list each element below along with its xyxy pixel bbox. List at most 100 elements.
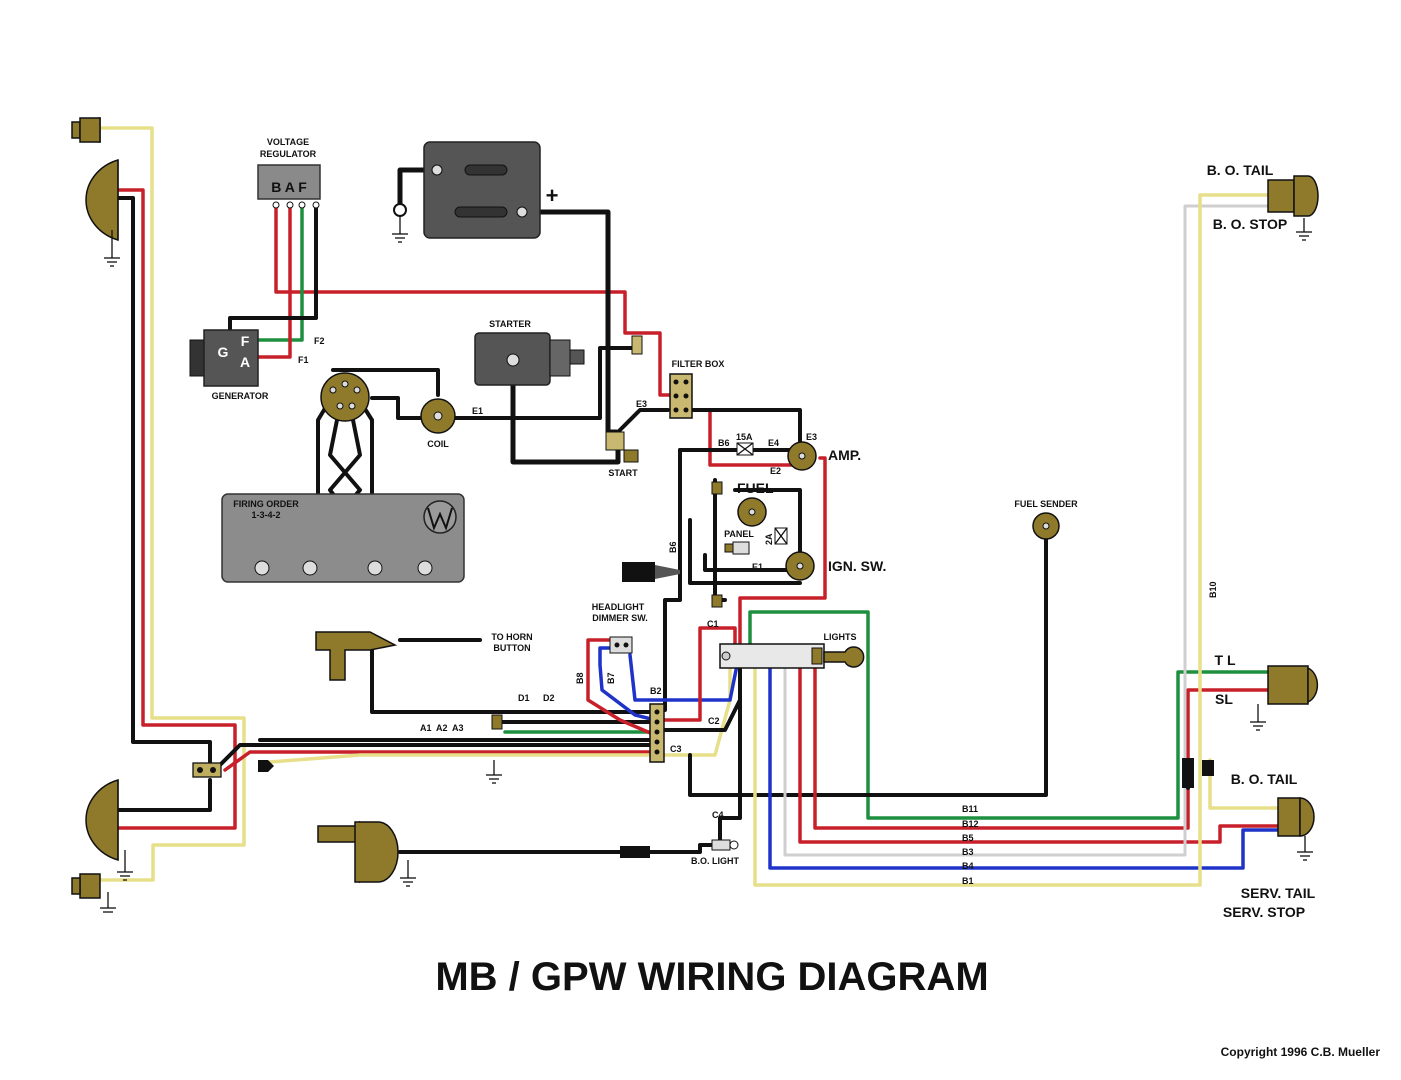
label-b11: B11 [962,804,978,814]
amp-gauge: AMP. [787,441,861,471]
to-horn-label-2: BUTTON [493,643,530,653]
regulator-terminals: B A F [271,179,307,195]
wire-b1 [753,193,1270,887]
fuel-sender: FUEL SENDER [1014,499,1078,540]
horn-button-plug [622,562,680,582]
wire-b6-vertical [663,448,682,712]
left-junction-block [192,760,274,778]
starter-label: STARTER [489,319,531,329]
generator: G F A GENERATOR [189,329,269,401]
rear-harness-plugs [1182,758,1214,788]
wire-left-bo-yellow [98,126,246,882]
label-b7: B7 [606,672,616,684]
generator-g: G [218,344,229,360]
label-b2: B2 [650,686,662,696]
wire-b8 [586,638,657,737]
generator-f: F [241,333,250,349]
wire-harness-black-1 [213,743,652,772]
wire-coil-e1 [331,368,440,397]
wire-b5 [798,658,1280,844]
wire-panel [688,518,802,585]
label-e1: E1 [472,406,483,416]
wire-reg-ground [228,203,318,342]
battery: + [392,141,559,243]
wire-harness-red [223,750,657,772]
starter: STARTER [474,319,585,386]
left-bo-marker-top [71,117,101,143]
rear-bo-tail-top: B. O. TAIL B. O. STOP [1207,162,1319,241]
bo-driving-light [317,820,650,887]
label-b6: B6 [718,438,730,448]
wire-reg-a-red [256,203,292,359]
ignition-switch: IGN. SW. [785,551,886,581]
serv-tail-label: SERV. TAIL [1241,885,1316,901]
wire-coil-ignition [453,346,634,420]
label-b4: B4 [962,861,974,871]
bo-light: B.O. LIGHT [691,839,739,866]
bo-tail-top-label: B. O. TAIL [1207,162,1274,178]
filter-box-label: FILTER BOX [672,359,725,369]
bo-tail-bottom-label: B. O. TAIL [1231,771,1298,787]
serv-stop-label: SERV. STOP [1223,904,1305,920]
headlight-dimmer-switch: HEADLIGHT DIMMER SW. [592,602,648,654]
label-e3-start: E3 [636,399,647,409]
wire-left-head-red [116,188,237,830]
horn: TO HORN BUTTON [315,631,533,681]
voltage-regulator-label-2: REGULATOR [260,149,317,159]
label-f1: F1 [298,355,309,365]
dash-lamp-connectors [711,481,723,608]
panel-light: PANEL [724,529,754,555]
copyright: Copyright 1996 C.B. Mueller [1221,1045,1381,1059]
battery-plus: + [546,183,559,208]
label-c1: C1 [707,619,719,629]
label-a1: A1 [420,723,432,733]
dimmer-label-2: DIMMER SW. [592,613,648,623]
panel-label: PANEL [724,529,754,539]
generator-label: GENERATOR [212,391,269,401]
fuel-label: FUEL [737,480,774,496]
tl-label: T L [1215,652,1236,668]
label-c2: C2 [708,716,720,726]
wire-b7 [598,646,657,722]
distributor [320,372,370,422]
wire-left-lower-black [116,778,212,812]
label-d2: D2 [543,693,555,703]
label-a2: A2 [436,723,448,733]
center-junction-block [486,703,665,784]
ign-sw-label: IGN. SW. [828,558,886,574]
generator-a: A [240,354,250,370]
bo-light-label: B.O. LIGHT [691,856,739,866]
bo-stop-label: B. O. STOP [1213,216,1287,232]
label-b1: B1 [962,876,974,886]
to-horn-label-1: TO HORN [491,632,532,642]
label-d1: D1 [518,693,530,703]
label-a3: A3 [452,723,464,733]
label-15a: 15A [736,432,753,442]
voltage-regulator-label-1: VOLTAGE [267,137,309,147]
left-headlight-bottom [85,778,133,881]
firing-order-label-1: FIRING ORDER [233,499,299,509]
label-e3: E3 [806,432,817,442]
wire-b12 [813,658,1270,830]
label-b12: B12 [962,819,979,829]
label-b10: B10 [1208,581,1218,598]
wire-left-head-black [116,196,212,772]
label-f2: F2 [314,336,325,346]
left-headlight-top [85,158,120,267]
start-label: START [608,468,638,478]
wire-lights-green-top [748,610,1270,820]
wire-start-e3 [616,408,670,434]
filter-box: FILTER BOX [631,335,725,419]
label-e1-ign: E1 [752,562,763,572]
wire-fuel-gauge [733,488,802,562]
amp-label: AMP. [828,447,861,463]
wire-c1 [663,626,737,722]
wire-b2 [628,653,740,702]
fuses [736,442,788,545]
wire-reg-b-red [274,203,692,397]
fuel-gauge: FUEL [737,480,774,527]
start-switch: START [605,431,639,478]
wire-c4 [718,658,742,847]
wire-b4 [768,658,1280,870]
